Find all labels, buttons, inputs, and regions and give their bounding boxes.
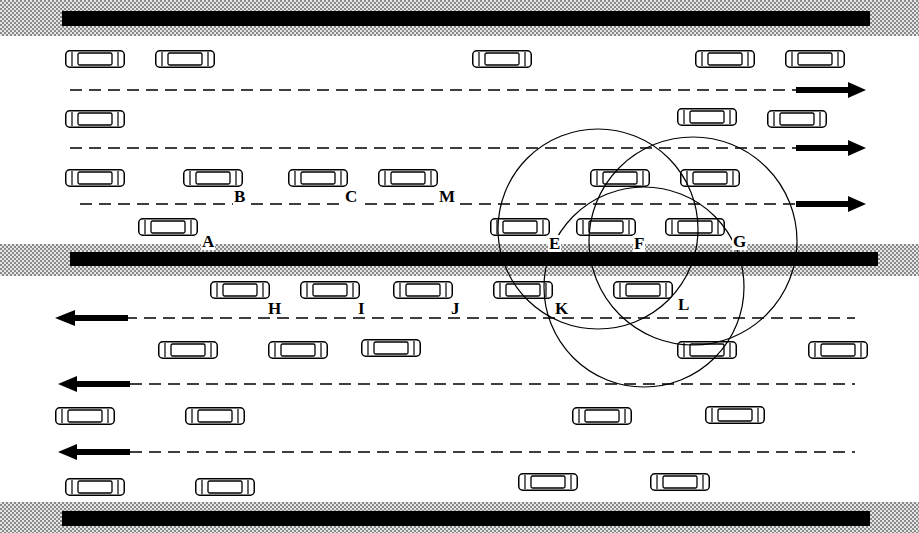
car-label: M	[438, 188, 456, 205]
car-label: A	[201, 233, 215, 250]
lane-line	[70, 90, 855, 452]
road-shoulder	[0, 0, 919, 36]
car-label: G	[732, 233, 747, 250]
direction-arrow	[55, 82, 866, 460]
road-median	[0, 244, 919, 276]
car-label: F	[633, 235, 645, 252]
car-label: B	[233, 188, 246, 205]
car-label: I	[357, 300, 366, 317]
car-label: E	[548, 235, 561, 252]
car-label: H	[267, 300, 282, 317]
barrier	[62, 11, 870, 26]
range-circle	[498, 129, 797, 387]
barrier	[62, 511, 870, 526]
car-label: L	[677, 296, 690, 313]
car-label: C	[344, 188, 358, 205]
car	[56, 51, 868, 496]
car-label: K	[554, 300, 569, 317]
barrier	[70, 252, 878, 266]
car-label: J	[450, 300, 461, 317]
road-shoulder	[0, 502, 919, 533]
